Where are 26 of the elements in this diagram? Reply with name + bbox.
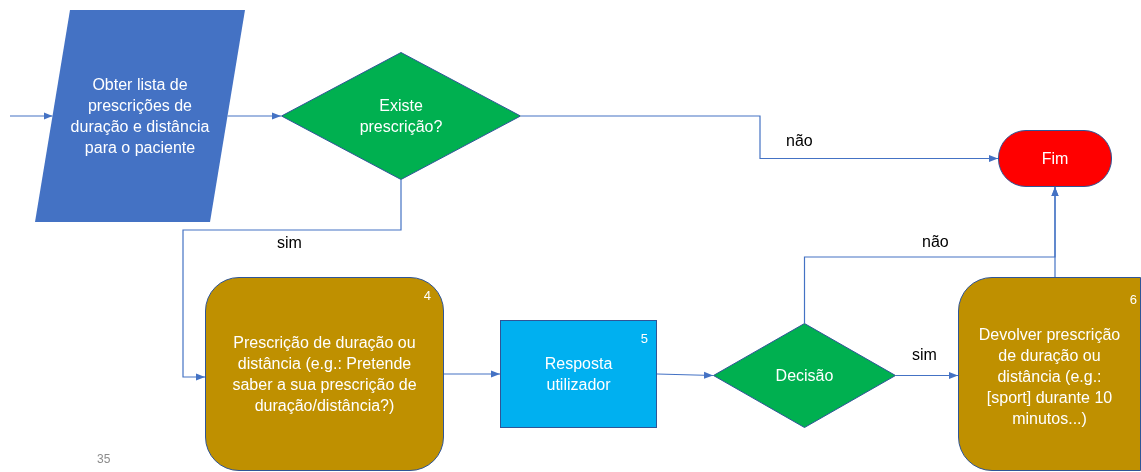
step-number: 5 — [640, 331, 648, 346]
decision-diamond — [281, 52, 521, 180]
input-parallelogram — [35, 10, 245, 222]
terminal-box — [998, 130, 1112, 187]
arrow — [182, 179, 402, 381]
node-text: Resposta utilizador — [543, 354, 614, 395]
step-number: 4 — [423, 288, 431, 303]
page-number: 35 — [97, 452, 111, 466]
node-text: Existe prescrição? — [358, 96, 444, 137]
arrow — [226, 112, 282, 120]
node-text: Obter lista de prescrições de duração e distância para o paciente — [69, 75, 211, 158]
node-text: Prescrição de duração ou distância (e.g.: Pretende saber a sua prescrição de duração/distância?) — [231, 333, 418, 416]
process-box — [958, 277, 1141, 471]
process-box — [500, 320, 657, 428]
node-text: Decisão — [774, 366, 835, 386]
decision-diamond — [713, 323, 896, 428]
arrow — [1051, 186, 1059, 278]
process-box — [205, 277, 444, 471]
arrow — [443, 370, 501, 378]
step-number: 6 — [1129, 292, 1137, 307]
arrow — [9, 112, 54, 120]
arrow — [520, 115, 999, 163]
arrow — [895, 371, 959, 380]
node-text: Devolver prescrição de duração ou distância (e.g.: [sport] durante 10 minutos...) — [977, 324, 1122, 429]
arrow — [656, 371, 714, 379]
node-text: Fim — [1040, 149, 1070, 169]
